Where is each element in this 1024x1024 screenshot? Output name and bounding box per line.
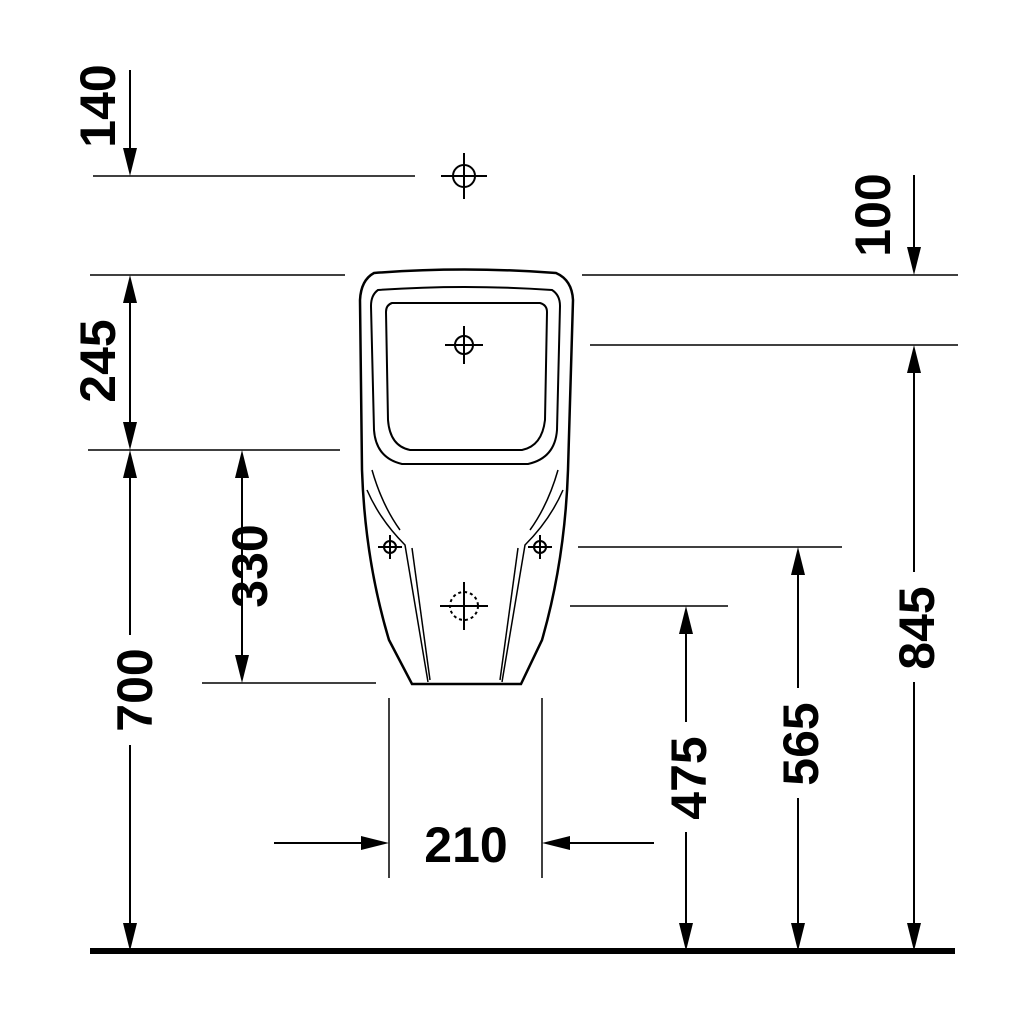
dim-565-label: 565	[773, 702, 829, 785]
inlet-mark-top	[441, 153, 487, 199]
dim-245-label: 245	[70, 319, 126, 402]
fixing-hole-right	[528, 535, 552, 559]
dim-330-label: 330	[222, 524, 278, 607]
dim-475: 475	[660, 606, 717, 951]
dim-210-label: 210	[424, 817, 507, 873]
inlet-mark-bowl	[445, 326, 483, 364]
dim-845-label: 845	[889, 586, 945, 669]
outlet-mark	[440, 582, 488, 630]
dim-100-label: 100	[845, 173, 901, 256]
dim-475-label: 475	[661, 736, 717, 819]
dim-245: 245	[70, 275, 137, 450]
dim-330: 330	[222, 450, 278, 683]
dim-565: 565	[772, 547, 829, 951]
dim-140: 140	[70, 64, 137, 176]
dim-210: 210	[274, 817, 654, 873]
dim-700-label: 700	[107, 648, 163, 731]
dim-100: 100	[845, 173, 921, 275]
dim-140-label: 140	[70, 64, 126, 147]
fixing-hole-left	[378, 535, 402, 559]
dim-845: 845	[888, 345, 945, 951]
dim-700: 700	[100, 450, 163, 951]
urinal-body	[358, 268, 575, 686]
